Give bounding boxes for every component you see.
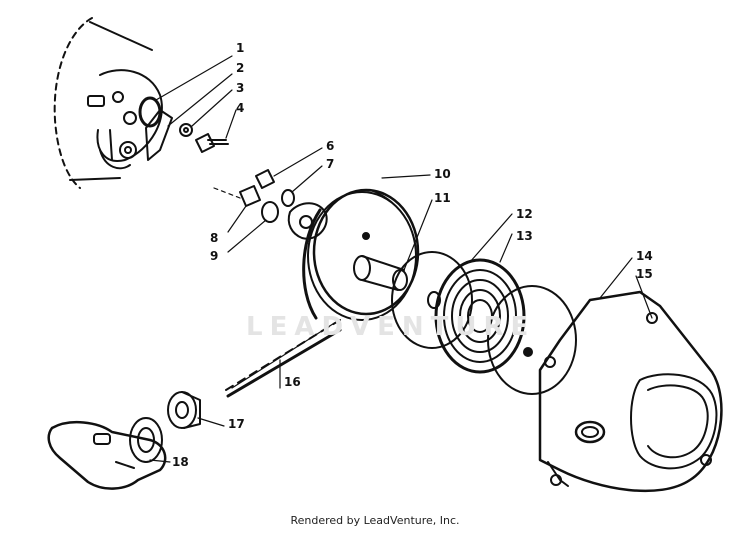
callout-3: 3 bbox=[236, 81, 245, 95]
callout-2: 2 bbox=[236, 61, 245, 75]
part-16-rope bbox=[226, 320, 340, 396]
callout-15: 15 bbox=[636, 267, 653, 281]
callout-4: 4 bbox=[236, 101, 245, 115]
callout-10: 10 bbox=[434, 167, 451, 181]
watermark: LEADVENTURE bbox=[246, 312, 536, 342]
part-17-bushing bbox=[168, 392, 224, 428]
callout-16: 16 bbox=[284, 375, 301, 389]
part-7-washer bbox=[282, 166, 322, 206]
callout-8: 8 bbox=[210, 231, 219, 245]
part-6-screw bbox=[256, 148, 322, 188]
spring-cover-plate bbox=[488, 286, 576, 394]
callout-12: 12 bbox=[516, 207, 533, 221]
part-10-pulley bbox=[304, 175, 430, 320]
callout-18: 18 bbox=[172, 455, 189, 469]
part-14-starter-cover bbox=[540, 258, 721, 491]
part-4-bolt bbox=[196, 110, 236, 152]
part-18-handle bbox=[49, 418, 170, 489]
part-15-cover-bolt bbox=[636, 276, 652, 318]
part-8-bolt bbox=[214, 186, 260, 232]
part-9-washer bbox=[228, 202, 278, 252]
part-2-pawl bbox=[146, 74, 232, 160]
callout-1: 1 bbox=[236, 41, 245, 55]
footer-credit: Rendered by LeadVenture, Inc. bbox=[290, 514, 460, 527]
callout-13: 13 bbox=[516, 229, 533, 243]
engine-housing bbox=[55, 18, 162, 188]
part-1-spring-ring bbox=[140, 56, 232, 126]
callout-11: 11 bbox=[434, 191, 451, 205]
callout-6: 6 bbox=[326, 139, 335, 153]
part-13-recoil-spring bbox=[436, 234, 524, 372]
callout-9: 9 bbox=[210, 249, 219, 263]
callout-17: 17 bbox=[228, 417, 245, 431]
part-12-disc bbox=[392, 214, 512, 348]
callout-14: 14 bbox=[636, 249, 653, 263]
part-11-shaft bbox=[354, 200, 432, 290]
part-3-washer bbox=[180, 90, 232, 136]
callout-7: 7 bbox=[326, 157, 335, 171]
